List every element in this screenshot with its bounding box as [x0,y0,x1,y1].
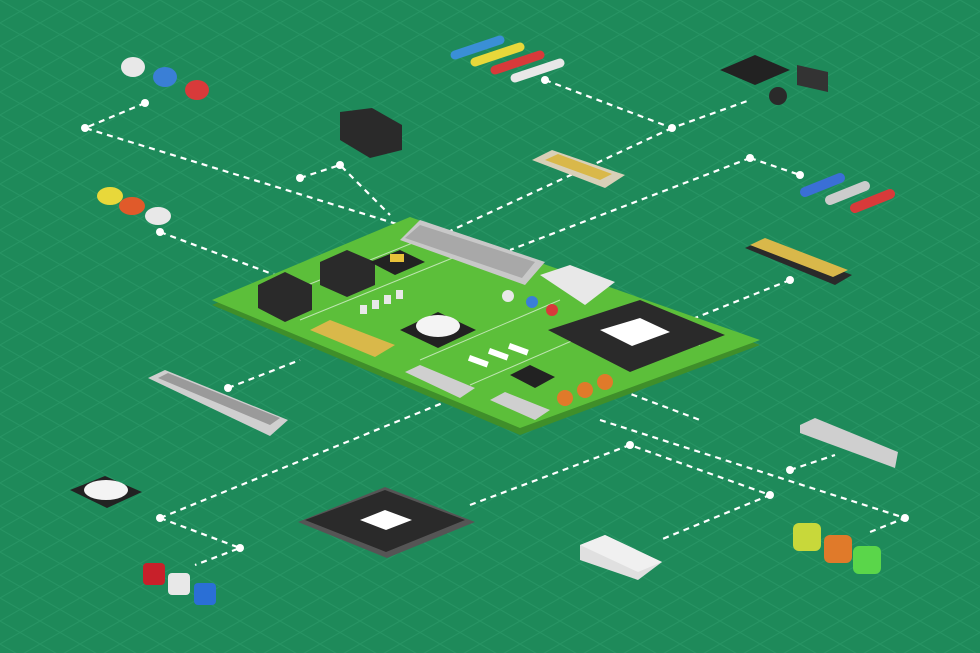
board-components [258,220,725,420]
breadboard-block [580,535,662,580]
ic-chip-top-right [720,55,828,105]
pin-header-socket-top [340,108,402,158]
pin-header-right [745,238,852,285]
button-switch [70,476,142,508]
led-trio-top-left [121,57,209,100]
slot-connector-right [800,418,898,468]
resistor-set-right [800,173,895,213]
resistor-set-top [450,35,565,83]
inductor-trio-bottom-right [793,523,881,574]
qfp-chip-bottom [298,487,475,558]
slot-connector-left [148,370,288,436]
led-trio-left [97,187,171,225]
edge-connector-top [532,150,625,188]
capacitor-trio-bottom-left [143,563,216,605]
connection-dots [81,76,909,552]
